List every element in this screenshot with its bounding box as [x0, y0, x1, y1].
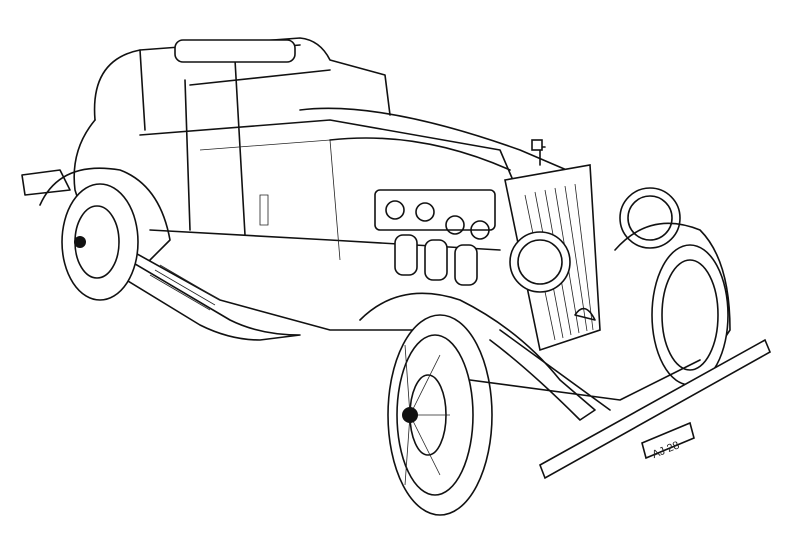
bonnet [299, 107, 591, 181]
front-left-wheel [387, 314, 493, 516]
rear-chassis [21, 169, 71, 196]
running-board [109, 254, 301, 341]
license-plate: AJ 28 [641, 421, 695, 461]
left-headlamp [509, 231, 571, 293]
front-bumper [539, 338, 772, 480]
rear-fender [39, 167, 171, 261]
engine [374, 189, 496, 286]
rear-wheel [61, 183, 139, 301]
front-left-fender [359, 292, 596, 421]
front-right-fender [614, 222, 731, 361]
convertible-top [93, 37, 391, 236]
front-axle [469, 329, 701, 411]
front-right-wheel [651, 244, 729, 386]
right-headlamp [619, 187, 681, 249]
